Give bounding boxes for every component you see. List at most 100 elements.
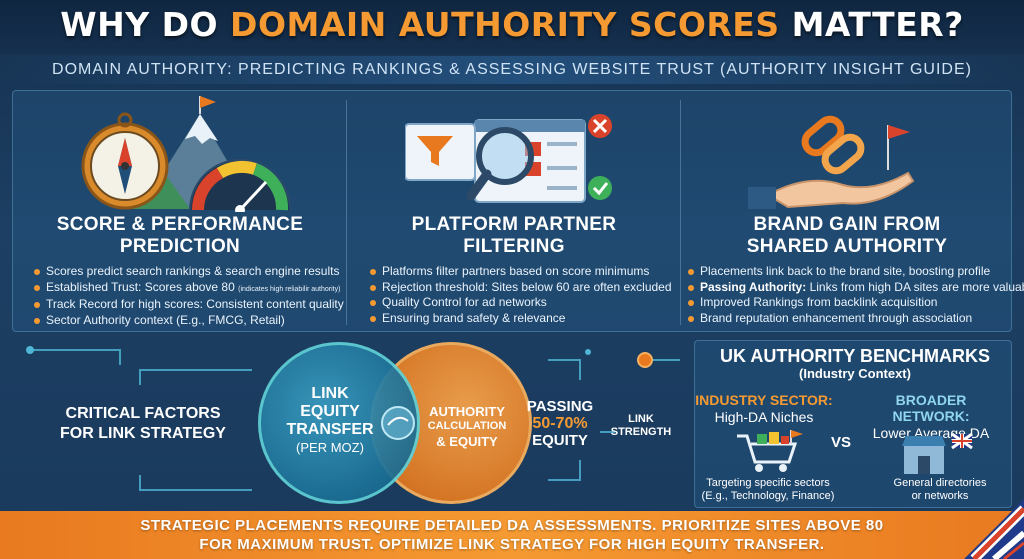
broader-network-note: General directories or networks <box>880 477 1000 503</box>
benchmark-industry-sector: INDUSTRY SECTOR: High-DA Niches <box>694 392 834 426</box>
approve-icon <box>588 176 612 200</box>
benchmark-value: High-DA Niches <box>714 409 814 425</box>
filtering-illustration <box>405 114 612 203</box>
benchmark-heading: INDUSTRY SECTOR: <box>695 392 833 408</box>
bullet-text: Sector Authority context (E.g., FMCG, Re… <box>46 312 285 327</box>
bullet-text: Track Record for high scores: Consistent… <box>46 297 344 311</box>
passing-line: PASSING <box>526 398 594 415</box>
link-strength-label: LINK STRENGTH <box>606 413 676 439</box>
bullet-text: Quality Control for ad networks <box>382 295 547 309</box>
column-title-line: PREDICTION <box>119 236 241 257</box>
column-partner-filtering: PLATFORM PARTNER FILTERING Platforms fil… <box>348 92 680 332</box>
chain-link-icon <box>801 115 865 175</box>
compass-icon <box>81 112 169 210</box>
title-part-1: WHY DO <box>60 5 231 44</box>
bullet-item: Passing Authority: Links from high DA si… <box>686 280 1024 296</box>
column-title: SCORE & PERFORMANCE PREDICTION <box>14 214 346 258</box>
bullet-list: Scores predict search rankings & search … <box>32 264 344 328</box>
column-brand-gain: BRAND GAIN FROM SHARED AUTHORITY Placeme… <box>682 92 1024 332</box>
bullet-item: Platforms filter partners based on score… <box>368 264 672 280</box>
connector-dot <box>26 346 34 354</box>
reject-icon <box>588 114 612 138</box>
bullet-list: Placements link back to the brand site, … <box>686 264 1024 326</box>
benchmark-heading: BROADER NETWORK: <box>892 392 970 424</box>
bullet-text: Links from high DA sites are more valuab… <box>809 279 1024 294</box>
bullet-text: Rejection threshold: Sites below 60 are … <box>382 279 672 294</box>
uk-flag-corner-icon <box>964 499 1024 559</box>
circle-line: (PER MOZ) <box>296 440 364 455</box>
filter-funnel-icon <box>405 123 476 181</box>
note-line: or networks <box>911 490 969 502</box>
bullet-item: Ensuring brand safety & relevance <box>368 311 672 327</box>
circle-line: LINK <box>311 385 349 402</box>
industry-sector-note: Targeting specific sectors (E.g., Techno… <box>694 477 842 503</box>
link-equity-text: LINK EQUITY TRANSFER (PER MOZ) <box>270 385 390 457</box>
benchmarks-title: UK AUTHORITY BENCHMARKS <box>720 346 990 366</box>
circle-line: TRANSFER <box>286 421 374 438</box>
note-line: General directories <box>893 477 987 489</box>
footer-line: FOR MAXIMUM TRUST. OPTIMIZE LINK STRATEG… <box>199 536 825 553</box>
bullet-text: Platforms filter partners based on score… <box>382 264 650 278</box>
link-strength-line: LINK <box>628 413 654 425</box>
gauge-icon <box>189 159 290 212</box>
benchmark-broader-network: BROADER NETWORK: Lower Average DA <box>856 392 1006 442</box>
versus-label: VS <box>831 434 852 451</box>
page-title: WHY DO DOMAIN AUTHORITY SCORES MATTER? <box>0 0 1024 50</box>
circle-line: CALCULATION <box>427 420 507 432</box>
bullet-text: Improved Rankings from backlink acquisit… <box>700 295 938 309</box>
bullet-list: Platforms filter partners based on score… <box>368 264 672 326</box>
bullet-text: Established Trust: Scores above 80 <box>46 279 235 294</box>
bullet-item: Established Trust: Scores above 80 (indi… <box>32 280 344 298</box>
circle-line: EQUITY <box>300 403 360 420</box>
bullet-text: Placements link back to the brand site, … <box>700 264 991 278</box>
column-title: PLATFORM PARTNER FILTERING <box>348 214 680 258</box>
note-line: (E.g., Technology, Finance) <box>701 490 835 502</box>
circle-line: & EQUITY <box>436 434 498 449</box>
bullet-text: Ensuring brand safety & relevance <box>382 310 566 325</box>
flag-icon <box>887 125 910 170</box>
bullet-item: Quality Control for ad networks <box>368 295 672 311</box>
column-title: BRAND GAIN FROM SHARED AUTHORITY <box>682 214 1012 258</box>
note-line: Targeting specific sectors <box>706 477 830 489</box>
benchmarks-subtitle: (Industry Context) <box>799 366 911 381</box>
hand-icon <box>748 171 915 209</box>
bullet-text: Brand reputation enhancement through ass… <box>700 310 973 325</box>
bullet-item: Placements link back to the brand site, … <box>686 264 1024 280</box>
bullet-item: Track Record for high scores: Consistent… <box>32 297 344 313</box>
bullet-item: Improved Rankings from backlink acquisit… <box>686 295 1024 311</box>
authority-calculation-text: AUTHORITY CALCULATION & EQUITY <box>412 404 522 449</box>
bullet-item: Scores predict search rankings & search … <box>32 264 344 280</box>
passing-percentage: 50-70% <box>532 415 588 432</box>
brand-gain-illustration <box>748 115 915 209</box>
score-illustration <box>81 96 290 212</box>
bullet-item: Rejection threshold: Sites below 60 are … <box>368 280 672 296</box>
column-divider <box>680 100 681 325</box>
title-bar: WHY DO DOMAIN AUTHORITY SCORES MATTER? <box>0 0 1024 54</box>
column-score-prediction: SCORE & PERFORMANCE PREDICTION Scores pr… <box>14 92 346 332</box>
footer-banner: STRATEGIC PLACEMENTS REQUIRE DETAILED DA… <box>0 511 1024 559</box>
column-divider <box>346 100 347 325</box>
title-part-2: MATTER? <box>779 5 964 44</box>
bullet-small-note: (indicates high reliabilir authority) <box>238 285 341 293</box>
footer-line: STRATEGIC PLACEMENTS REQUIRE DETAILED DA… <box>140 517 884 534</box>
shopping-cart-icon <box>737 430 803 472</box>
connector-dot <box>637 352 653 368</box>
column-title-line: FILTERING <box>463 236 565 257</box>
link-strength-line: STRENGTH <box>610 426 672 438</box>
column-title-line: PLATFORM PARTNER <box>411 214 617 235</box>
column-title-line: SCORE & PERFORMANCE <box>56 214 304 235</box>
page-subtitle: DOMAIN AUTHORITY: PREDICTING RANKINGS & … <box>0 56 1024 84</box>
bullet-item: Sector Authority context (E.g., FMCG, Re… <box>32 313 344 329</box>
circle-line: AUTHORITY <box>429 404 505 419</box>
title-accent: DOMAIN AUTHORITY SCORES <box>230 5 780 44</box>
connector-dot <box>585 349 591 355</box>
critical-factors-label: CRITICAL FACTORS FOR LINK STRATEGY <box>48 404 238 444</box>
passing-line: EQUITY <box>532 432 588 449</box>
bullet-bold-prefix: Passing Authority: <box>700 279 807 294</box>
bullet-text: Scores predict search rankings & search … <box>46 264 340 278</box>
label-line: FOR LINK STRATEGY <box>60 425 226 442</box>
magnifier-icon <box>466 127 534 201</box>
overlap-swirl-icon <box>381 406 415 440</box>
label-line: CRITICAL FACTORS <box>65 405 221 422</box>
